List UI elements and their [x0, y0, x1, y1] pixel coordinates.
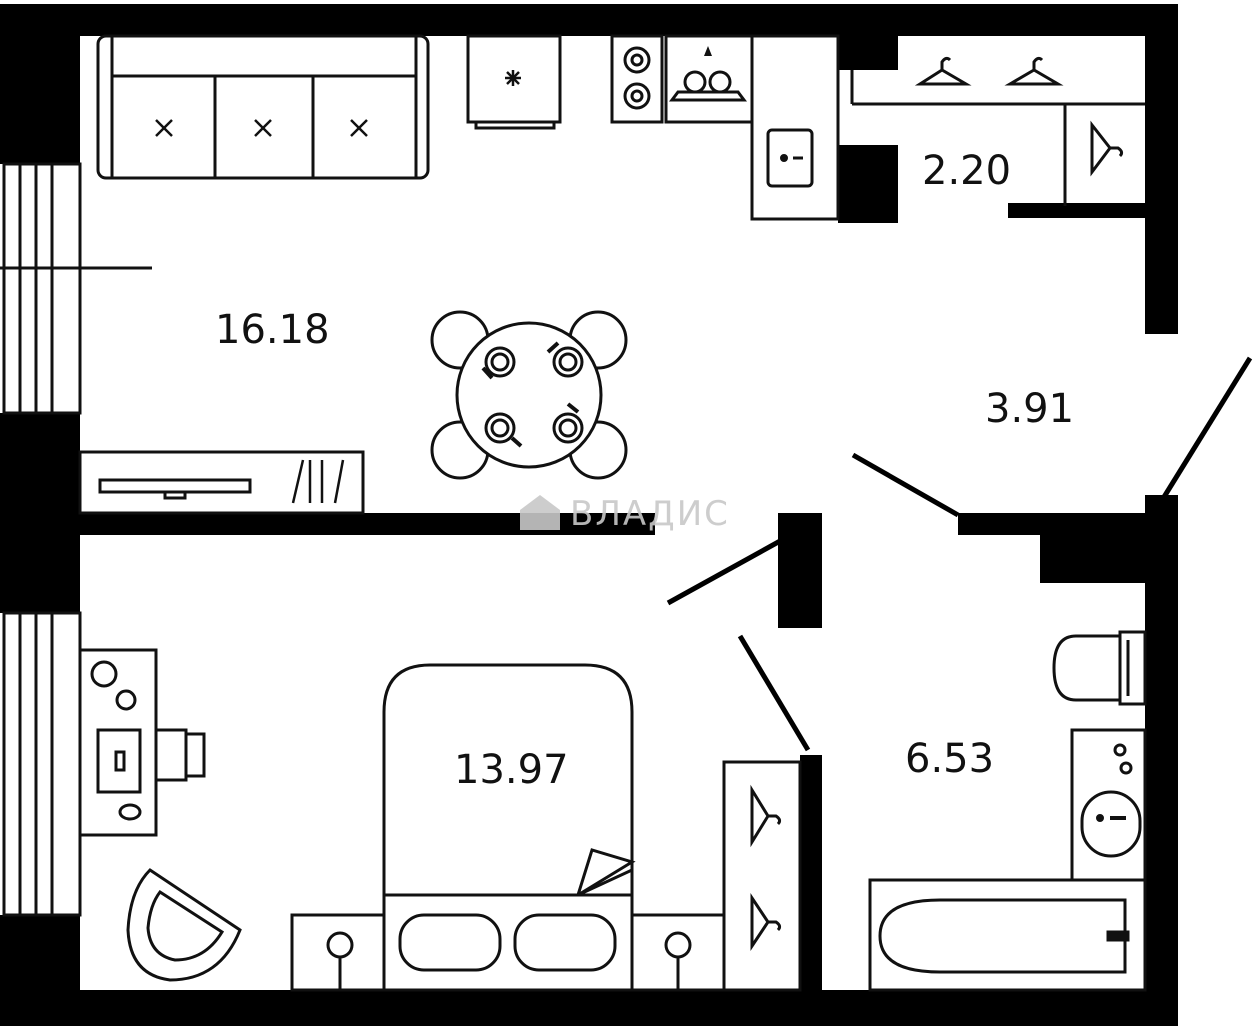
door-icon: [737, 634, 811, 752]
watermark-text: ВЛАДИС: [570, 494, 730, 534]
wall-bedroom-bath: [800, 755, 822, 990]
sofa-icon: [96, 34, 430, 180]
room-area-bathroom: 6.53: [905, 736, 994, 782]
kitchen-sink-icon: [766, 128, 814, 188]
room-area-wardrobe: 2.20: [922, 148, 1011, 194]
pillow-icon: [513, 913, 617, 972]
wall-wardrobe-bottom: [1008, 203, 1158, 218]
dining-table-icon: [430, 310, 628, 480]
room-area-living-kitchen: 16.18: [215, 307, 330, 353]
office-chair-icon: [154, 728, 206, 782]
door-icon: [666, 527, 802, 606]
watermark-logo-icon: [520, 495, 560, 530]
hanger-icon: [914, 56, 972, 86]
wall-top: [0, 4, 1178, 36]
window-icon: [2, 611, 82, 917]
wall-right: [1145, 4, 1178, 334]
tv-icon: [98, 478, 252, 500]
hanger-icon: [1004, 56, 1064, 86]
lamp-icon: [664, 931, 692, 990]
wardrobe-lines: [850, 70, 1145, 206]
kitchen-counter: [750, 34, 840, 221]
watermark: ВЛАДИС: [520, 494, 730, 534]
lamp-icon: [326, 931, 354, 990]
wall-left-middle: [0, 413, 80, 613]
hanger-icon: [1090, 120, 1124, 177]
door-icon: [851, 452, 960, 518]
window-icon: [0, 162, 152, 415]
desk-icon: [78, 648, 158, 837]
walls: [0, 4, 1178, 1026]
bedroom-wardrobe: [722, 760, 802, 992]
fridge-icon: [466, 34, 562, 130]
room-area-hallway: 3.91: [985, 386, 1074, 432]
wall-hall-bath-block: [1040, 513, 1158, 583]
door-icon: [1161, 356, 1253, 499]
wall-wardrobe-left: [838, 4, 898, 70]
wall-living-bedroom: [80, 513, 655, 535]
toilet-icon: [1052, 630, 1147, 706]
armchair-icon: [126, 868, 242, 982]
wall-bottom: [0, 990, 1178, 1026]
pillow-icon: [398, 913, 502, 972]
washbasin-icon: [1070, 728, 1147, 882]
room-area-bedroom: 13.97: [454, 747, 569, 793]
hanger-icon: [750, 784, 782, 848]
cooktop-icon: [610, 34, 664, 124]
sink-icon: [664, 34, 754, 124]
wall-left-upper: [0, 4, 80, 164]
wall-wardrobe-pier: [838, 145, 898, 223]
hanger-icon: [750, 893, 782, 951]
bathtub-icon: [868, 878, 1147, 992]
wall-right-lower: [1145, 495, 1178, 1026]
